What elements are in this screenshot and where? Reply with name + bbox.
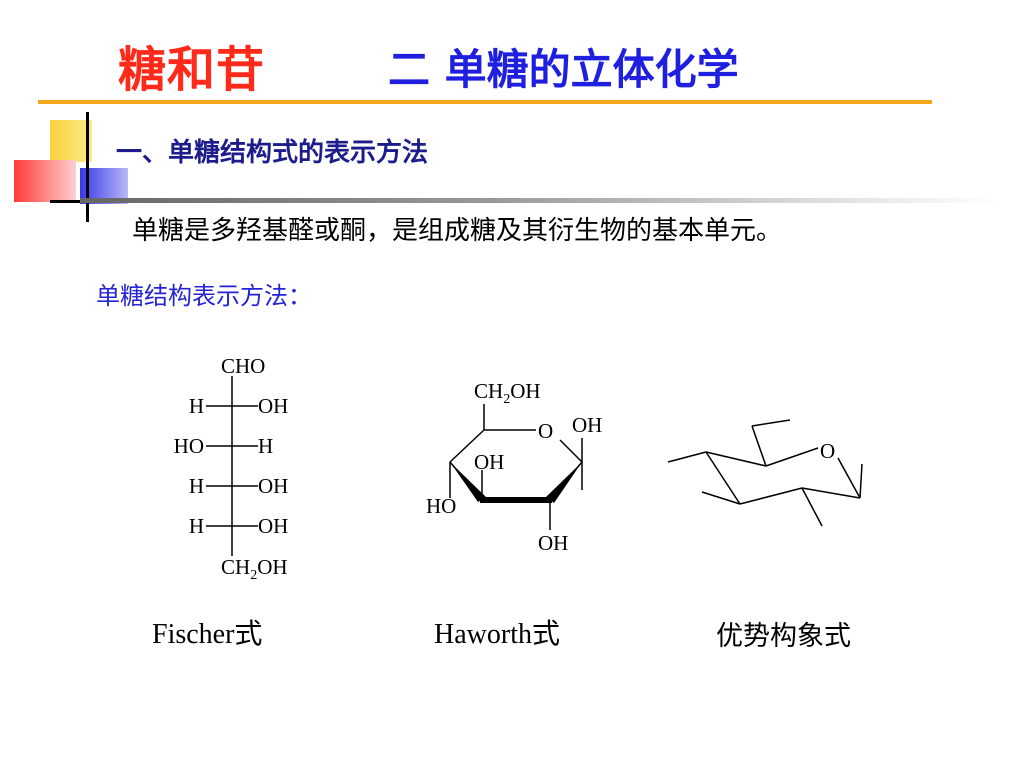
chair-ring-oxygen: O bbox=[820, 439, 835, 463]
section-divider bbox=[80, 198, 1000, 203]
body-text: 单糖是多羟基醛或酮，是组成糖及其衍生物的基本单元。 bbox=[132, 216, 783, 246]
title-underline bbox=[38, 100, 932, 104]
haworth-c4-ho: HO bbox=[426, 494, 456, 518]
fischer-row1-left: H bbox=[189, 394, 204, 418]
haworth-c3-oh: OH bbox=[474, 450, 504, 474]
deco-red-square bbox=[14, 160, 76, 202]
slide-title: 糖和苷 bbox=[118, 42, 266, 98]
fischer-row3-right: OH bbox=[258, 474, 288, 498]
haworth-wedge-right bbox=[546, 462, 582, 503]
haworth-caption: Haworth式 bbox=[434, 619, 560, 650]
fischer-cho: CHO bbox=[221, 354, 265, 378]
fischer-row2-left: HO bbox=[174, 434, 204, 458]
fischer-row4-left: H bbox=[189, 514, 204, 538]
fischer-caption: Fischer式 bbox=[152, 619, 263, 650]
haworth-ch2oh: CH2OH bbox=[474, 379, 541, 407]
fischer-ch2oh: CH2OH bbox=[221, 555, 288, 583]
haworth-c1-oh: OH bbox=[572, 413, 602, 437]
fischer-row3-left: H bbox=[189, 474, 204, 498]
fischer-projection bbox=[206, 376, 258, 556]
fischer-row1-right: OH bbox=[258, 394, 288, 418]
haworth-ring bbox=[449, 404, 583, 530]
haworth-c2-oh: OH bbox=[538, 531, 568, 555]
deco-yellow-square bbox=[50, 120, 92, 162]
corner-decoration bbox=[14, 112, 128, 222]
section-heading: 一、单糖结构式的表示方法 bbox=[116, 138, 429, 168]
fischer-row4-right: OH bbox=[258, 514, 288, 538]
chair-caption: 优势构象式 bbox=[716, 621, 851, 652]
fischer-row2-right: H bbox=[258, 434, 273, 458]
haworth-wedge-left bbox=[450, 462, 486, 502]
chair-conformation bbox=[667, 419, 863, 527]
haworth-ring-oxygen: O bbox=[538, 419, 553, 443]
slide-subtitle: 二 单糖的立体化学 bbox=[388, 45, 739, 94]
structure-methods-heading: 单糖结构表示方法： bbox=[96, 282, 312, 310]
